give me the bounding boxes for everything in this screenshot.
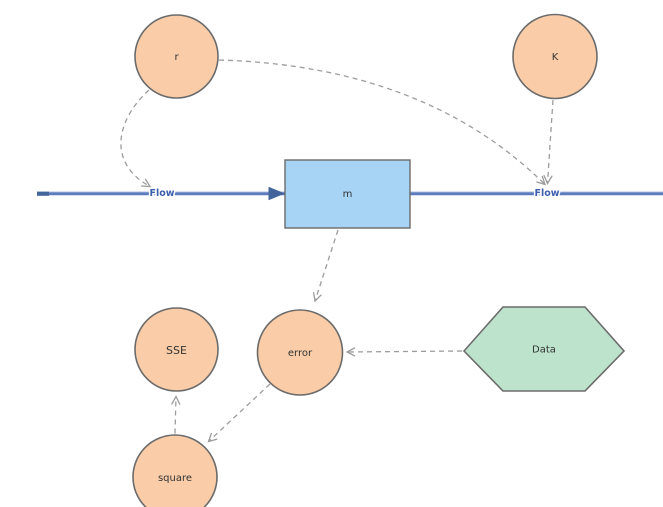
link-arrowhead-icon — [207, 432, 218, 443]
flow-left-label: Flow — [149, 188, 174, 199]
link-m-to-error[interactable] — [312, 229, 339, 303]
node-m[interactable]: m — [284, 159, 411, 229]
node-r[interactable]: r — [134, 14, 219, 99]
link-path[interactable] — [314, 229, 339, 302]
link-arrowhead-icon — [171, 395, 181, 405]
node-m-label: m — [343, 189, 353, 200]
stock-rect[interactable] — [284, 159, 411, 229]
link-arrowhead-icon — [543, 175, 553, 185]
flow-right-label: Flow — [534, 188, 559, 199]
link-path[interactable] — [546, 99, 554, 184]
link-data-to-error[interactable] — [345, 347, 463, 357]
variable-circle[interactable] — [256, 309, 344, 396]
node-k-label: K — [552, 52, 559, 63]
node-data-label: Data — [532, 345, 556, 356]
node-sse[interactable]: SSE — [134, 307, 219, 392]
variable-circle[interactable] — [132, 434, 218, 507]
flow-arrowhead-icon — [268, 186, 285, 201]
link-arrowhead-icon — [140, 178, 152, 188]
link-r-to-flow-left[interactable] — [120, 89, 152, 188]
link-r-to-flow-right[interactable] — [218, 59, 547, 186]
link-arrowhead-icon — [312, 291, 322, 303]
variable-circle[interactable] — [134, 307, 219, 392]
link-square-to-sse[interactable] — [171, 395, 181, 434]
variable-circle[interactable] — [512, 13, 598, 100]
link-arrowhead-icon — [536, 175, 547, 186]
node-error[interactable]: error — [256, 309, 344, 396]
link-error-to-square[interactable] — [207, 383, 271, 443]
variable-circle[interactable] — [134, 14, 219, 99]
link-k-to-flow-right[interactable] — [543, 99, 554, 185]
node-k[interactable]: K — [512, 13, 598, 100]
node-error-label: error — [288, 348, 313, 359]
node-r-label: r — [174, 52, 179, 63]
link-path[interactable] — [346, 350, 463, 353]
link-path[interactable] — [208, 383, 271, 442]
link-arrowhead-icon — [345, 347, 356, 357]
link-path[interactable] — [120, 89, 151, 188]
flow-start-cap — [37, 191, 49, 196]
node-square[interactable]: square — [132, 434, 218, 507]
node-square-label: square — [158, 473, 192, 484]
node-data[interactable]: Data — [462, 306, 626, 392]
node-sse-label: SSE — [166, 344, 187, 357]
link-path[interactable] — [174, 396, 177, 434]
data-hexagon[interactable] — [462, 306, 626, 392]
